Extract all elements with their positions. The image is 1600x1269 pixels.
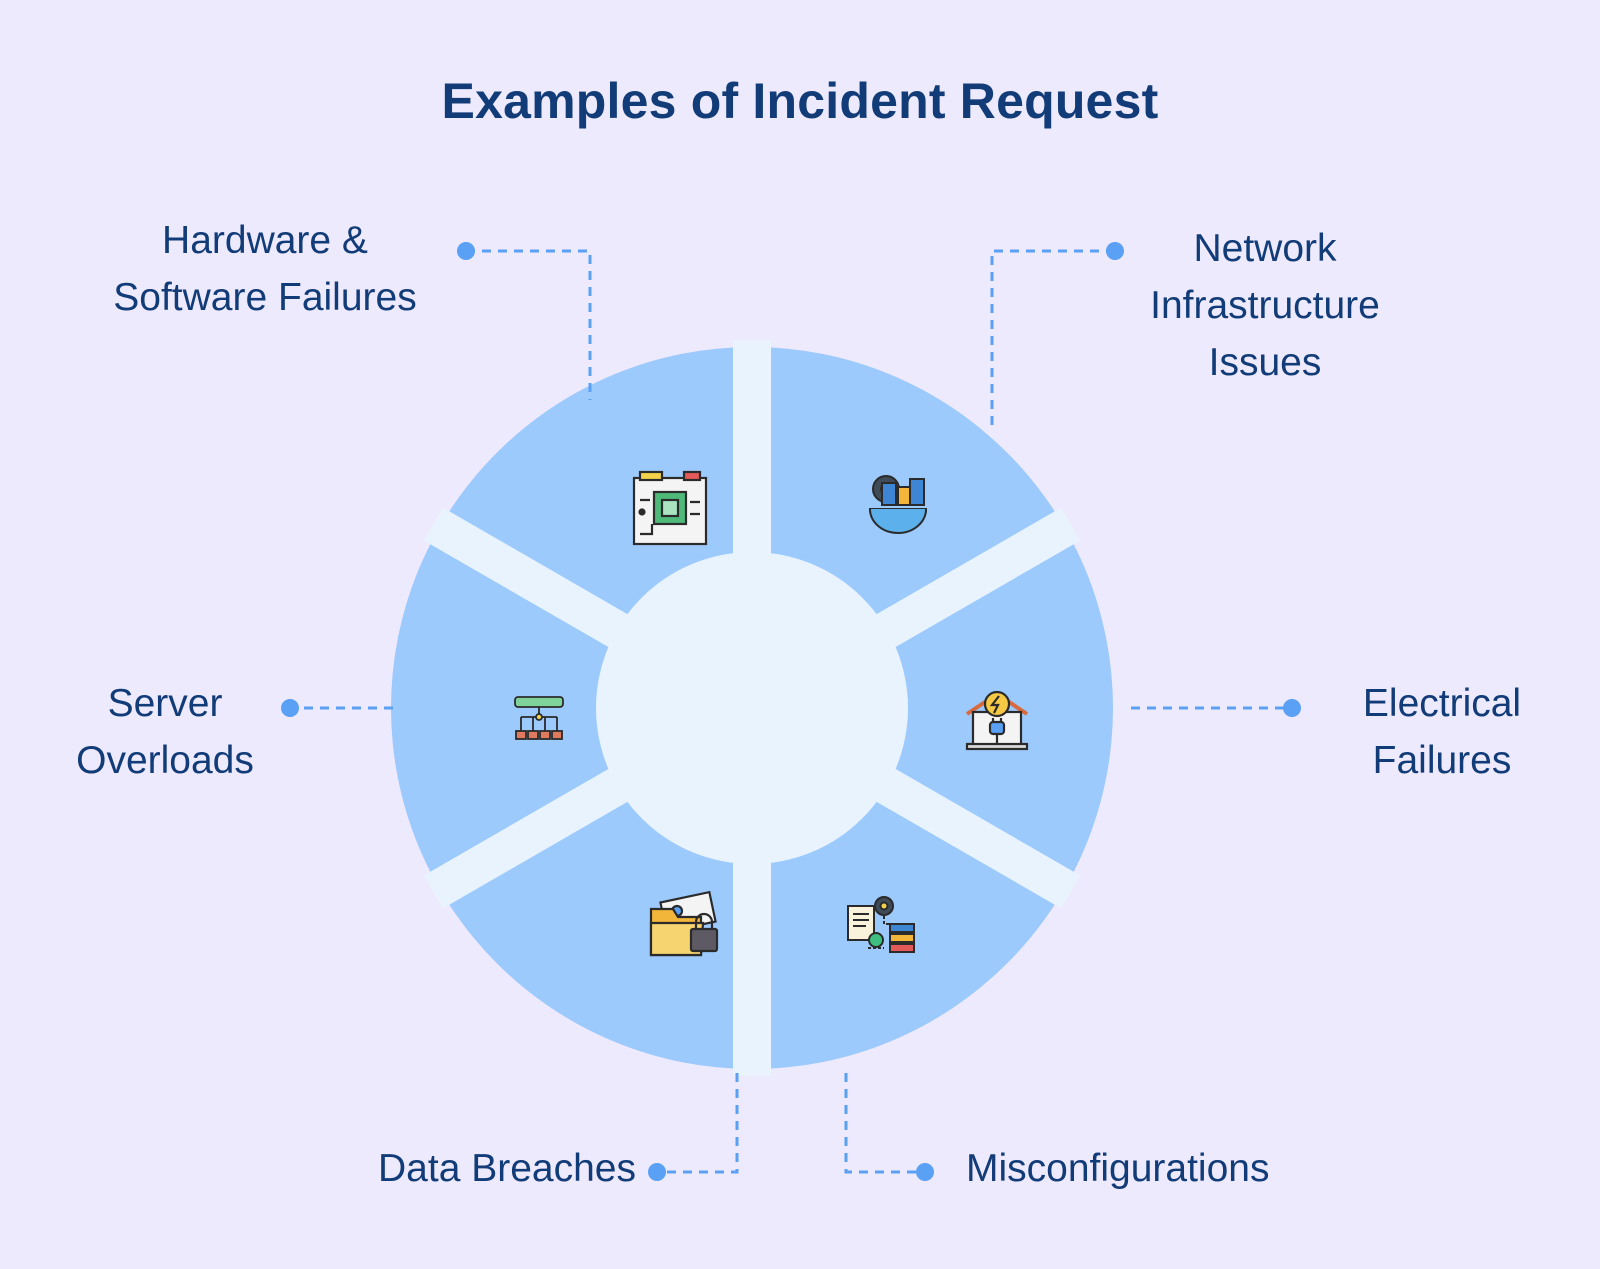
locked-folder-id-icon — [649, 890, 719, 957]
dot-misconfig — [916, 1163, 934, 1181]
server-network-icon — [514, 696, 564, 740]
label-data-breaches: Data Breaches — [378, 1147, 636, 1190]
dot-breaches — [648, 1163, 666, 1181]
config-document-gear-icon — [847, 896, 915, 953]
power-house-icon — [965, 690, 1029, 751]
connector-breaches — [657, 1073, 739, 1174]
connector-network — [990, 249, 1115, 430]
dot-electrical — [1283, 699, 1301, 717]
label-electrical-failures: Electrical Failures — [1362, 682, 1522, 782]
connector-dots — [281, 242, 1301, 1181]
dot-hardware — [457, 242, 475, 260]
label-server-overloads: Server Overloads — [76, 682, 254, 782]
wheel — [391, 340, 1113, 1076]
label-network-infrastructure-issues: Network Infrastructure Issues — [1150, 227, 1380, 384]
wheel-center — [596, 552, 908, 864]
diagram-title: Examples of Incident Request — [441, 73, 1159, 129]
connector-hardware — [466, 249, 592, 400]
label-misconfigurations: Misconfigurations — [966, 1147, 1270, 1190]
dot-network — [1106, 242, 1124, 260]
connectors — [290, 249, 1292, 1174]
motherboard-icon — [632, 470, 708, 546]
globe-city-gear-icon — [868, 475, 928, 534]
dot-server — [281, 699, 299, 717]
label-hardware-software-failures: Hardware & Software Failures — [113, 219, 417, 319]
connector-misconfig — [844, 1073, 925, 1174]
